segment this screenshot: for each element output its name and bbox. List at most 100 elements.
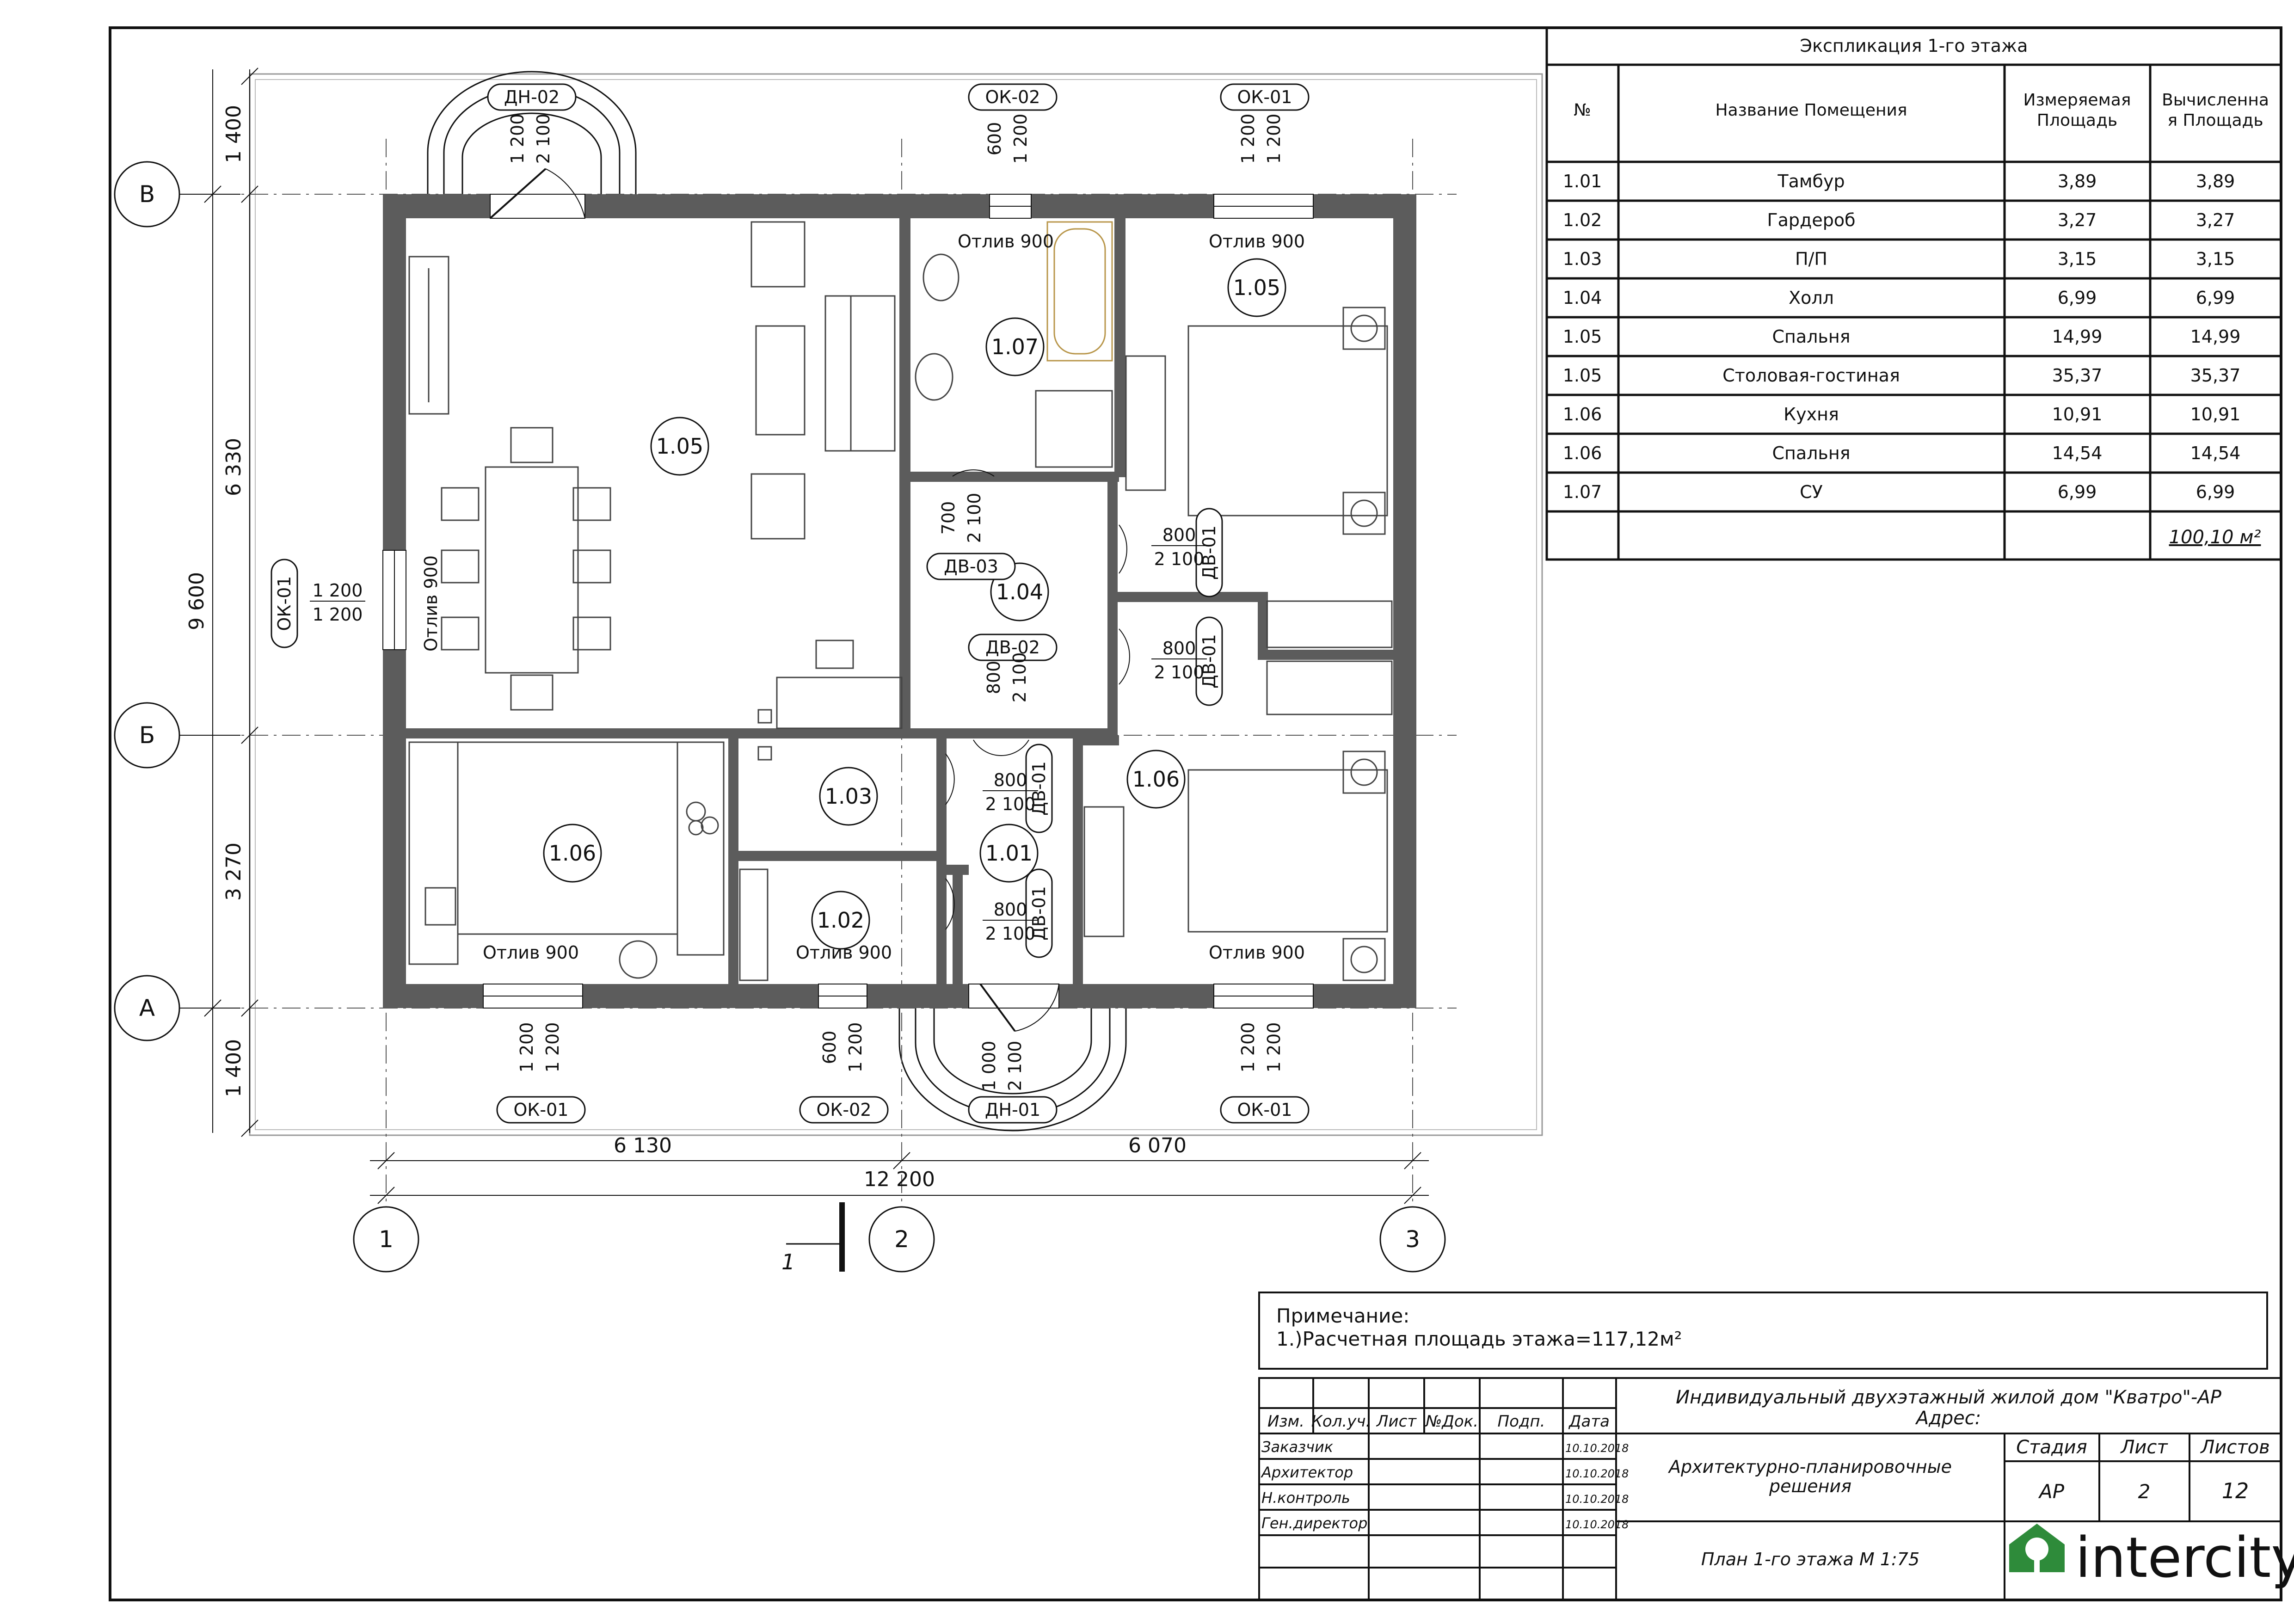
dimension-value: 3 270 [222, 843, 246, 901]
explication-cell: 3,27 [2058, 210, 2097, 230]
opening-width: 1 000 [979, 1041, 999, 1091]
opening-tag: ОК-01 [1220, 83, 1310, 111]
opening-tag: ОК-02 [968, 83, 1058, 111]
room-label: 1.05 [650, 417, 709, 476]
explication-cell: Кухня [1784, 404, 1839, 424]
room-circle [979, 824, 1039, 883]
opening-height: 2 100 [1154, 662, 1205, 683]
explication-cell: 14,54 [2190, 443, 2241, 463]
room-number: 1.04 [996, 579, 1043, 604]
tag-pill [1195, 508, 1223, 597]
tag-text: ДВ-01 [1199, 525, 1219, 580]
dim-tick [377, 1152, 395, 1169]
opening-height: 2 100 [533, 114, 554, 164]
dimension-value: 1 400 [222, 1039, 246, 1097]
opening-tag: ОК-02 [799, 1096, 889, 1124]
tag-text: ДВ-01 [1029, 761, 1049, 816]
opening-tag: ДВ-02 [968, 634, 1058, 661]
room-circle [811, 891, 870, 950]
opening-width: 600 [819, 1031, 840, 1064]
opening-tag-vertical: ДВ-01 [1195, 508, 1223, 597]
opening-height: 2 100 [1154, 549, 1205, 569]
sill-label: Отлив 900 [796, 942, 892, 963]
opening-height: 1 200 [1264, 1022, 1284, 1073]
axis-circle [353, 1206, 419, 1273]
explication-cell: Гардероб [1767, 210, 1855, 230]
intercity-logo: intercity [2009, 1524, 2294, 1590]
axis-letter: А [139, 995, 155, 1021]
opening-height: 1 200 [845, 1022, 866, 1073]
room-circle [650, 417, 709, 476]
role-name: Н.контроль [1261, 1489, 1350, 1507]
explication-cell: 6,99 [2058, 288, 2097, 308]
opening-height: 1 200 [313, 604, 363, 625]
axis-number: 3 [1405, 1226, 1420, 1253]
explication-cell: 6,99 [2196, 288, 2235, 308]
room-number: 1.06 [1132, 767, 1180, 792]
explication-header: Вычисленна [2162, 91, 2269, 110]
room-label: 1.04 [990, 562, 1049, 621]
tag-text: ДВ-02 [985, 637, 1040, 658]
opening-width: 800 [1162, 525, 1196, 545]
site-outline [249, 73, 1543, 1136]
axis-number: 1 [379, 1226, 394, 1253]
explication-header: Название Помещения [1715, 101, 1907, 120]
opening-tag: ОК-01 [496, 1096, 586, 1124]
tag-pill [799, 1096, 889, 1124]
explication-cell: СУ [1800, 482, 1823, 502]
explication-header: я Площадь [2167, 111, 2263, 130]
stage-label: Стадия [2016, 1437, 2087, 1458]
sill-label: Отлив 900 [1209, 231, 1305, 252]
explication-cell: 14,54 [2052, 443, 2103, 463]
dimension-value: 9 600 [185, 572, 209, 630]
explication-cell: 1.07 [1563, 482, 1602, 502]
opening-height: 1 200 [1010, 114, 1031, 164]
furniture [408, 221, 1393, 981]
room-circle [985, 317, 1045, 376]
sheets-value: 12 [2222, 1478, 2249, 1503]
opening-height: 2 100 [1009, 652, 1030, 703]
section-number: 1 [781, 1249, 795, 1274]
opening-width: 1 200 [1238, 114, 1258, 164]
explication-cell: 3,15 [2058, 249, 2097, 269]
room-label: 1.02 [811, 891, 870, 950]
opening-tag: ДВ-03 [926, 553, 1016, 580]
explication-cell: 1.05 [1563, 326, 1602, 347]
sheet-label: Лист [2120, 1437, 2168, 1458]
role-date: 10.10.2018 [1565, 1493, 1629, 1506]
room-number: 1.05 [656, 434, 703, 459]
tag-pill [1025, 868, 1053, 958]
dim-tick [377, 1187, 395, 1204]
room-number: 1.07 [991, 334, 1039, 359]
entry-doors [489, 168, 1059, 1032]
explication-cell: 10,91 [2190, 404, 2241, 424]
opening-width: 800 [984, 661, 1004, 695]
dim-tick [241, 726, 258, 744]
dim-tick [204, 185, 221, 203]
note-box: Примечание: 1.)Расчетная площадь этажа=1… [1258, 1292, 2268, 1370]
dim-tick [241, 999, 258, 1017]
room-circle [1227, 258, 1286, 317]
tag-text: ДВ-01 [1029, 886, 1049, 941]
axis-bubble: Б [114, 702, 240, 769]
explication-cell: 3,89 [2196, 171, 2235, 191]
dim-tick [241, 1120, 258, 1137]
dimension-value: 1 400 [222, 105, 246, 163]
dim-tick [241, 185, 258, 203]
dimension-value: 12 200 [864, 1168, 935, 1191]
opening-width: 1 200 [313, 580, 363, 601]
axis-letter: В [139, 181, 155, 208]
title-block-header: Подп. [1498, 1412, 1545, 1431]
explication-cell: 1.06 [1563, 404, 1602, 424]
room-label: 1.01 [979, 824, 1039, 883]
opening-width: 800 [994, 899, 1027, 920]
drawing-title: План 1-го этажа М 1:75 [1701, 1549, 1919, 1569]
sheet-frame [109, 26, 2282, 1601]
tag-pill [1025, 744, 1053, 833]
sill-label: Отлив 900 [958, 231, 1054, 252]
